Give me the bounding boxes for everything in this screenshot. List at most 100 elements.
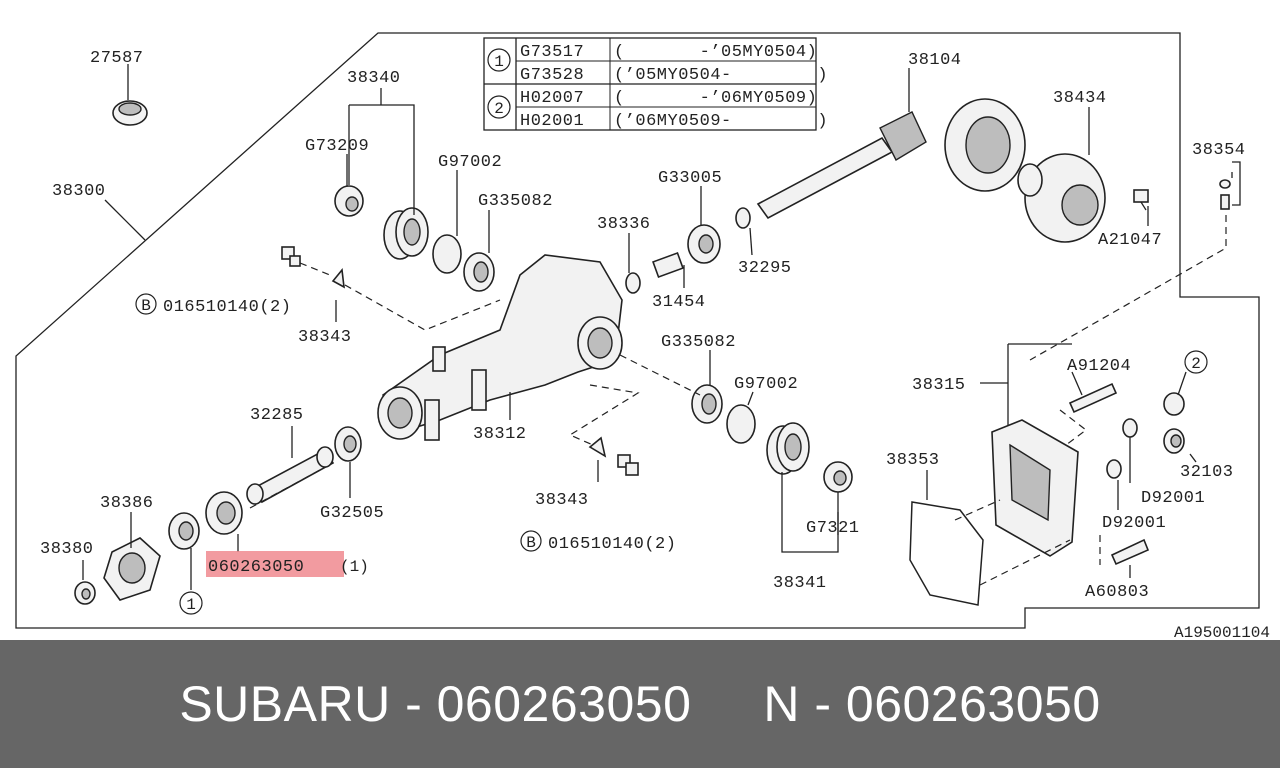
part-32285-axle-shaft	[246, 446, 335, 505]
label-016510140-upper: 016510140(2)	[163, 298, 291, 317]
variant-table: 1 2 G73517 ( -’05MY0504) G73528 (’05MY05…	[483, 37, 828, 131]
part-bolt-upper	[281, 246, 301, 267]
part-38434-diff-case	[1017, 153, 1106, 243]
label-38300: 38300	[52, 182, 106, 201]
part-G335082-bearing	[463, 252, 495, 292]
label-38341: 38341	[773, 574, 827, 593]
label-38354: 38354	[1192, 141, 1246, 160]
label-38434: 38434	[1053, 89, 1107, 108]
label-G33005: G33005	[658, 169, 722, 188]
part-38380-nut	[74, 581, 96, 605]
part-G97002-spacer	[432, 234, 462, 274]
label-32103: 32103	[1180, 463, 1234, 482]
table-code: G73517	[520, 43, 584, 62]
part-38353-gasket	[909, 501, 984, 606]
part-32295-washer	[735, 207, 751, 229]
label-G335082-lower: G335082	[661, 333, 736, 352]
part-31454-spacer	[652, 252, 684, 278]
label-060263050-qty: (1)	[340, 558, 369, 576]
label-G97002-lower: G97002	[734, 375, 798, 394]
label-mark-2	[1184, 350, 1208, 374]
part-G335082-bearing-lower	[691, 384, 723, 424]
part-bolt-lower	[617, 454, 639, 476]
part-G33005-bearing	[687, 224, 721, 264]
table-mark-2: 2	[494, 100, 504, 118]
label-A60803: A60803	[1085, 583, 1149, 602]
label-32295: 32295	[738, 259, 792, 278]
label-mark-2-text: 2	[1191, 355, 1201, 373]
label-38336: 38336	[597, 215, 651, 234]
part-G7321-nut	[823, 461, 853, 493]
label-38315: 38315	[912, 376, 966, 395]
part-38340-seal	[383, 207, 429, 260]
part-38312-housing	[377, 254, 623, 441]
label-D92001-lower: D92001	[1102, 514, 1166, 533]
diagram-ref-code: A195001104	[1174, 624, 1270, 640]
label-38312: 38312	[473, 425, 527, 444]
part-060263050-bearing	[205, 491, 243, 535]
label-38380: 38380	[40, 540, 94, 559]
table-range: (’05MY0504- )	[614, 66, 828, 85]
footer-part-number: SUBARU - 060263050 N - 060263050	[179, 676, 1101, 732]
part-38434-ring-gear	[944, 98, 1026, 192]
parts-diagram: 1 2 G73517 ( -’05MY0504) G73528 (’05MY05…	[15, 32, 1270, 640]
part-27587-plug	[112, 100, 148, 126]
label-38353: 38353	[886, 451, 940, 470]
part-D92001-washer	[1122, 418, 1138, 438]
label-A91204: A91204	[1067, 357, 1131, 376]
part-plug-2	[1163, 392, 1185, 416]
label-G97002: G97002	[438, 153, 502, 172]
part-38354-pin	[1219, 179, 1231, 210]
label-G7321: G7321	[806, 519, 860, 538]
label-G32505: G32505	[320, 504, 384, 523]
part-A21047-bolt	[1133, 189, 1149, 211]
part-38343-clip-lower	[588, 436, 607, 458]
label-38343-lower: 38343	[535, 491, 589, 510]
part-A60803-bolt	[1110, 538, 1150, 566]
label-38386: 38386	[100, 494, 154, 513]
table-range: ( -’05MY0504)	[614, 43, 817, 62]
label-mark-B-lower-text: B	[526, 534, 536, 552]
diagram-svg: 1 2 G73517 ( -’05MY0504) G73528 (’05MY05…	[15, 32, 1270, 640]
part-38386-flange	[103, 537, 161, 601]
table-code: H02001	[520, 112, 584, 131]
label-060263050: 060263050	[208, 558, 304, 577]
part-labels: 27587 38340 38104 38434 G73209 G97002 38…	[40, 49, 1270, 640]
label-38340: 38340	[347, 69, 401, 88]
table-range: (’06MY0509- )	[614, 112, 828, 131]
part-38315-rear-cover	[991, 419, 1079, 557]
table-code: G73528	[520, 66, 584, 85]
label-mark-B-text: B	[141, 297, 151, 315]
footer-bar: SUBARU - 060263050 N - 060263050	[0, 640, 1280, 768]
highlight-box	[206, 551, 344, 577]
table-mark-1: 1	[494, 53, 504, 71]
part-A91204-stud	[1068, 382, 1118, 414]
label-016510140-lower: 016510140(2)	[548, 535, 676, 554]
label-G335082: G335082	[478, 192, 553, 211]
label-mark-B	[135, 293, 157, 315]
label-D92001: D92001	[1141, 489, 1205, 508]
table-code: H02007	[520, 89, 584, 108]
label-32285: 32285	[250, 406, 304, 425]
label-G73209: G73209	[305, 137, 369, 156]
part-G32505-bearing	[334, 426, 362, 462]
label-38104: 38104	[908, 51, 962, 70]
leader-lines	[82, 64, 1241, 590]
label-38343: 38343	[298, 328, 352, 347]
dashed-guides	[249, 215, 1227, 586]
part-32103-plug	[1163, 428, 1185, 454]
part-D92001-washer-2	[1106, 459, 1122, 479]
label-mark-1	[179, 591, 203, 615]
part-G97002-spacer-lower	[726, 404, 756, 444]
part-38336-washer	[625, 272, 641, 294]
label-mark-B-lower	[520, 530, 542, 552]
label-A21047: A21047	[1098, 231, 1162, 250]
part-38341-seal	[766, 422, 810, 475]
diagram-frame	[15, 32, 1260, 629]
label-31454: 31454	[652, 293, 706, 312]
table-range: ( -’06MY0509)	[614, 89, 817, 108]
part-oil-seal-1	[168, 512, 200, 550]
label-mark-1-text: 1	[186, 596, 196, 614]
part-38104-pinion-shaft	[756, 111, 927, 220]
part-38343-clip	[331, 268, 345, 289]
